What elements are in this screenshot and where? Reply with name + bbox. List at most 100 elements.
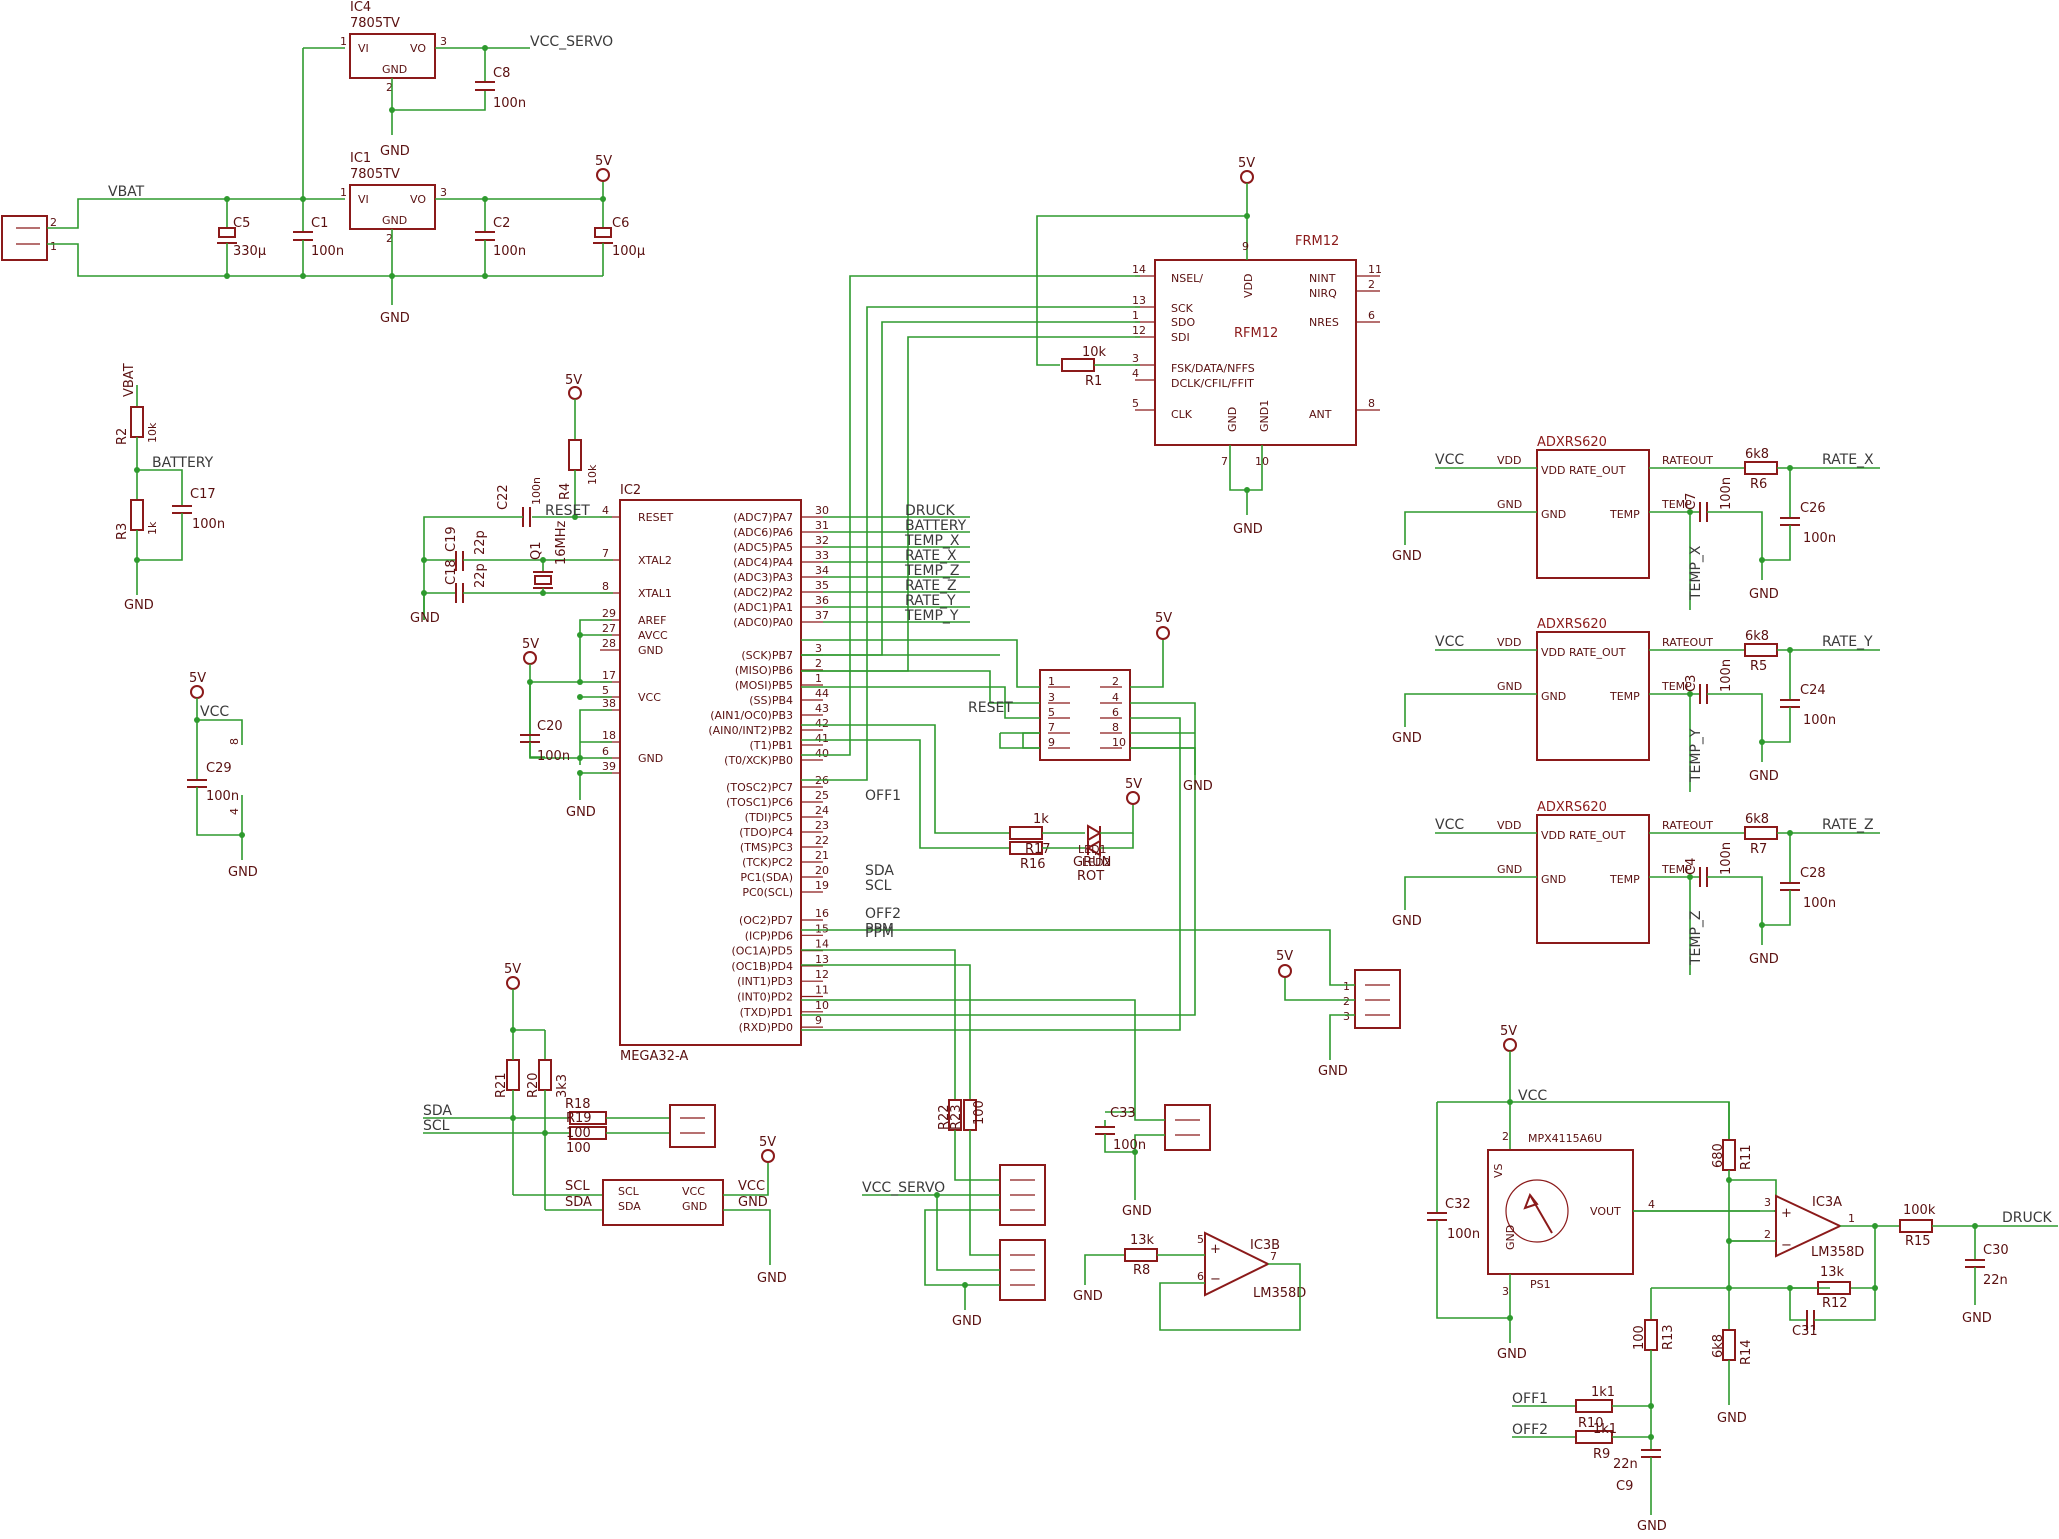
mcu-pin-num: 8	[602, 580, 609, 593]
mcu-pin-label: (ADC1)PA1	[733, 601, 793, 614]
isp-pin-num: 6	[1112, 706, 1119, 719]
ppm-connector[interactable]	[1354, 969, 1401, 1029]
mcu-pin-num: 29	[602, 607, 616, 620]
svg-text:3: 3	[440, 35, 447, 48]
svg-text:SDO: SDO	[1171, 316, 1195, 329]
svg-text:R6: R6	[1750, 477, 1767, 492]
svg-text:5V: 5V	[1276, 949, 1293, 964]
svg-text:5V: 5V	[1500, 1024, 1517, 1039]
svg-text:FSK/DATA/NFFS: FSK/DATA/NFFS	[1171, 362, 1255, 375]
svg-text:DRUCK: DRUCK	[2002, 1210, 2053, 1226]
svg-text:5V: 5V	[595, 154, 612, 169]
svg-text:GND: GND	[1637, 1519, 1667, 1534]
svg-text:5V: 5V	[504, 962, 521, 977]
mcu-pin-label: (OC1A)PD5	[731, 945, 793, 958]
svg-text:GND: GND	[1497, 1347, 1527, 1362]
crystal-q1	[534, 575, 552, 585]
svg-text:SCL: SCL	[565, 1179, 590, 1194]
svg-text:VO: VO	[410, 42, 426, 55]
svg-text:TEMP: TEMP	[1661, 863, 1692, 876]
rfm12-body	[1154, 259, 1357, 446]
mcu-pin-num: 33	[815, 549, 829, 562]
svg-text:100: 100	[1632, 1325, 1647, 1350]
rfm-pin-num: 1	[1132, 309, 1139, 322]
svg-text:10k: 10k	[146, 422, 159, 443]
mcu-pin-label: (ADC5)PA5	[733, 541, 793, 554]
mcu-pin-num: 31	[815, 519, 829, 532]
mcu-net-label: BATTERY	[905, 518, 967, 534]
mcu-pin-label: (SS)PB4	[749, 694, 793, 707]
c5-capacitor	[218, 227, 236, 238]
svg-text:10: 10	[1255, 455, 1269, 468]
svg-text:VCC: VCC	[200, 704, 229, 720]
svg-text:100µ: 100µ	[612, 244, 645, 259]
svg-text:VDD RATE_OUT: VDD RATE_OUT	[1541, 464, 1626, 477]
svg-text:GND1: GND1	[1258, 400, 1271, 432]
mcu-ic2: IC2 MEGA32-A 4RESET7XTAL28XTAL129AREF27A…	[410, 373, 829, 1064]
isp-pin-num: 5	[1048, 706, 1055, 719]
mcu-pin-label: XTAL2	[638, 554, 672, 567]
mcu-pin-label: (MISO)PB6	[735, 664, 793, 677]
mcu-pin-num: 9	[815, 1014, 822, 1027]
svg-text:5V: 5V	[189, 671, 206, 686]
svg-text:GND: GND	[382, 63, 407, 76]
svg-text:10k: 10k	[586, 464, 599, 485]
mcu-pin-label: (ADC0)PA0	[733, 616, 793, 629]
mcu-net-label: TEMP_X	[904, 533, 960, 549]
svg-text:VDD: VDD	[1497, 636, 1521, 649]
svg-text:GND: GND	[1183, 779, 1213, 794]
mcu-pin-label: (TDO)PC4	[739, 826, 793, 839]
svg-text:C7: C7	[1684, 493, 1699, 510]
svg-text:GND: GND	[1749, 587, 1779, 602]
svg-text:SDA: SDA	[423, 1103, 452, 1119]
svg-text:C31: C31	[1792, 1324, 1818, 1339]
mcu-net-label: SCL	[865, 878, 892, 894]
rfm-pin-num: 4	[1132, 367, 1139, 380]
mcu-pin-label: (AIN1/OC0)PB3	[710, 709, 793, 722]
svg-text:5V: 5V	[1155, 611, 1172, 626]
svg-text:GND: GND	[380, 144, 410, 159]
adxrs620-body	[1536, 449, 1650, 579]
uart-connector[interactable]	[1164, 1104, 1211, 1151]
mcu-pin-label: (SCK)PB7	[741, 649, 793, 662]
svg-text:Q1: Q1	[529, 541, 544, 560]
svg-text:5V: 5V	[1238, 156, 1255, 171]
mcu-pin-num: 10	[815, 999, 829, 1012]
svg-text:R5: R5	[1750, 659, 1767, 674]
svg-text:7805TV: 7805TV	[350, 16, 400, 31]
i2c-connector[interactable]	[669, 1104, 716, 1148]
svg-text:100n: 100n	[493, 244, 526, 259]
svg-text:LED1: LED1	[1078, 843, 1107, 856]
mcu-pin-num: 38	[602, 697, 616, 710]
mcu-pin-label: (ICP)PD6	[745, 929, 793, 942]
svg-text:3k3: 3k3	[555, 1074, 570, 1098]
svg-text:IC2: IC2	[620, 483, 641, 498]
mcu-pin-label: (ADC2)PA2	[733, 586, 793, 599]
svg-text:VDD: VDD	[1497, 454, 1521, 467]
svg-text:VS: VS	[1492, 1163, 1505, 1178]
svg-text:6k8: 6k8	[1745, 629, 1769, 644]
svg-text:1: 1	[1343, 980, 1350, 993]
svg-text:C9: C9	[1616, 1479, 1633, 1494]
mcu-net-label: OFF1	[865, 788, 901, 804]
isp-connector[interactable]	[1039, 669, 1131, 761]
svg-text:22n: 22n	[1613, 1457, 1638, 1472]
svg-text:SCL: SCL	[618, 1185, 640, 1198]
svg-text:100n: 100n	[1719, 659, 1734, 692]
mcu-pin-label: (T1)PB1	[750, 739, 793, 752]
svg-text:100n: 100n	[1447, 1227, 1480, 1242]
rfm-pin-num: 5	[1132, 397, 1139, 410]
svg-text:RATE_Z: RATE_Z	[1822, 817, 1874, 833]
svg-text:GND: GND	[228, 865, 258, 880]
svg-text:DCLK/CFIL/FFIT: DCLK/CFIL/FFIT	[1171, 377, 1254, 390]
mcu-pin-num: 2	[815, 657, 822, 670]
svg-text:ADXRS620: ADXRS620	[1537, 435, 1607, 450]
svg-text:VDD: VDD	[1497, 819, 1521, 832]
svg-text:R11: R11	[1739, 1144, 1754, 1170]
svg-text:1k: 1k	[146, 521, 159, 535]
battery-connector[interactable]	[1, 215, 48, 261]
mcu-pin-label: (TOSC2)PC7	[726, 781, 793, 794]
svg-text:IC4: IC4	[350, 0, 371, 15]
